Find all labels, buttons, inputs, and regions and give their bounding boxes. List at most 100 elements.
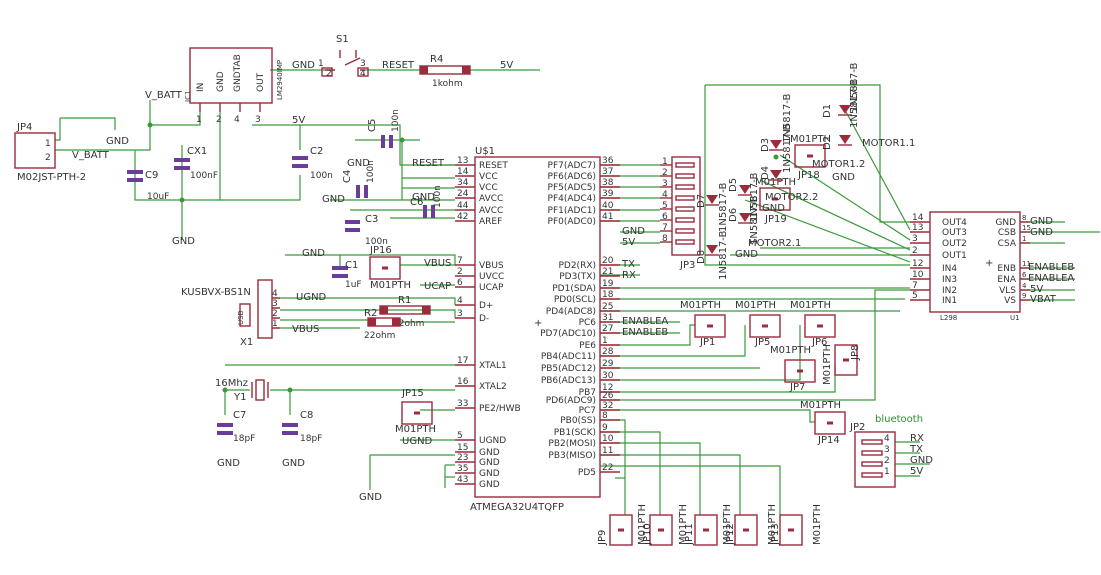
cx1-ref: CX1	[187, 146, 207, 157]
driver-pin-num: 9	[1022, 292, 1026, 300]
crystal-value: 16Mhz	[215, 378, 248, 389]
jp3-pin-num: 3	[662, 179, 668, 189]
single-pin-pad	[807, 154, 813, 158]
switch-ref: S1	[336, 34, 349, 45]
mcu-part: ATMEGA32U4TQFP	[470, 502, 564, 513]
net-ugnd-mcu: UGND	[402, 436, 433, 447]
single-pin-ref: JP13	[770, 523, 781, 546]
usb-ref: X1	[240, 337, 253, 348]
mcu-pin-name: PB7	[579, 388, 596, 398]
c3-ref: C3	[365, 214, 378, 225]
driver-pin-name: OUT1	[942, 251, 967, 261]
single-pin-ref: JP8	[850, 345, 861, 361]
diode-part: 1N5817-B	[718, 182, 729, 232]
net-reset-top: RESET	[382, 60, 415, 71]
net-enableb-driver: ENABLEB	[1028, 262, 1074, 273]
diode-triangle	[770, 140, 782, 149]
driver-pin-num: 5	[912, 291, 918, 301]
mcu-pin-num: 40	[602, 201, 614, 211]
single-pin-ref: JP11	[684, 523, 695, 546]
net-enablea-driver: ENABLEA	[1028, 273, 1074, 284]
mcu-pin-num: 10	[602, 434, 614, 444]
jp3-pin-num: 8	[662, 234, 668, 244]
driver-pin-num: 8	[1022, 214, 1026, 222]
c1-value: 1uF	[345, 280, 362, 290]
c7-value: 18pF	[233, 434, 255, 444]
mcu-pin-name: PB6(ADC13)	[541, 376, 596, 386]
usb-pin-2: 2	[272, 309, 278, 319]
single-pin-part: M01PTH	[680, 300, 721, 311]
net-5v-top: 5V	[500, 60, 513, 71]
motor-labels: MOTOR1.1 MOTOR1.2 MOTOR2.1 MOTOR2.2	[748, 138, 915, 249]
net-gnd-motor2: GND	[735, 249, 758, 260]
single-pin-part: M01PTH	[812, 504, 823, 545]
jp3-pin-body	[675, 195, 695, 201]
mcu-pin-name: GND	[479, 448, 500, 458]
single-pin-pad	[772, 197, 778, 201]
net-gnd-driver-2: GND	[1030, 227, 1053, 238]
net-ucap: UCAP	[424, 281, 451, 292]
mcu-pin-name: PD7(ADC10)	[540, 329, 596, 339]
mcu-pin-num: 34	[457, 178, 469, 188]
r2-value: 22ohm	[364, 331, 395, 341]
mcu-pin-name: PE2/HWB	[479, 404, 521, 414]
mcu-pin-name: XTAL2	[479, 382, 507, 392]
jp3-net-gnd: GND	[622, 226, 645, 237]
bt-pin-net: RX	[910, 433, 924, 444]
mcu-pin-name: UCAP	[479, 283, 504, 293]
motor-1-1: MOTOR1.1	[862, 138, 915, 149]
capacitors: C9 10uF CX1 100nF C2 100n C5 100n C4 100…	[127, 109, 443, 444]
diode-ref: D5	[728, 178, 739, 192]
mcu-pin-num: 6	[457, 278, 463, 288]
mcu-pin-num: 42	[457, 212, 468, 222]
single-pin-ref: JP19	[764, 214, 787, 225]
mcu-pin-name: AVCC	[479, 194, 503, 204]
crystal-ref: Y1	[233, 392, 246, 403]
mcu-pin-name: GND	[479, 458, 500, 468]
reg-pin-in: IN	[196, 83, 206, 92]
mcu-pin-num: 36	[602, 156, 614, 166]
mcu-pin-num: 8	[602, 411, 608, 421]
driver-pin-num: 11	[1022, 260, 1031, 268]
diode-triangle	[839, 135, 851, 144]
usb-pin-1: 1	[272, 319, 278, 329]
driver-pin-num: 6	[1022, 271, 1027, 279]
bt-pin-num: 1	[884, 467, 890, 477]
mcu-pin-num: 1	[602, 336, 608, 346]
diode-triangle	[706, 245, 718, 254]
driver-pin-num: 13	[912, 223, 923, 233]
reg-part: LM2940IMP	[276, 60, 284, 100]
single-pin-pad	[827, 421, 833, 425]
single-pin-pad	[382, 266, 388, 270]
mcu-pin-num: 37	[602, 167, 613, 177]
single-pin-ref: JP16	[369, 245, 392, 256]
sw-pin-4: 4	[360, 69, 366, 79]
mcu-pin-num: 22	[602, 463, 613, 473]
single-pin-part: M01PTH	[735, 300, 776, 311]
single-pin-ref: JP1	[699, 337, 715, 348]
reg-pin-gnd: GND	[216, 71, 226, 92]
net-enableb-mcu: ENABLEB	[622, 327, 668, 338]
mcu-pin-name: UVCC	[479, 272, 504, 282]
mcu-pin-name: D+	[479, 301, 493, 311]
bt-pin-net: 5V	[910, 466, 923, 477]
driver-pin-name: CSA	[998, 239, 1017, 249]
single-pin-part: M01PTH	[395, 424, 436, 435]
mcu-pin-num: 17	[457, 356, 468, 366]
voltage-regulator: IN GND GNDTAB OUT LM2940IMP IC1 1 2 4 3	[184, 47, 284, 125]
driver-pin-name: OUT4	[942, 218, 967, 228]
driver-pin-num: 10	[912, 270, 924, 280]
single-pin-pad	[414, 411, 420, 415]
r2-ref: R2	[364, 308, 377, 319]
c2-value: 100n	[310, 171, 333, 181]
mcu-pin-num: 38	[602, 178, 614, 188]
usb-pin-4: 4	[272, 289, 278, 299]
single-pin-part: M01PTH	[770, 345, 811, 356]
mcu-pin-num: 29	[602, 359, 614, 369]
mcu-pin-num: 19	[602, 279, 614, 289]
single-pin-ref: JP9	[597, 530, 608, 546]
